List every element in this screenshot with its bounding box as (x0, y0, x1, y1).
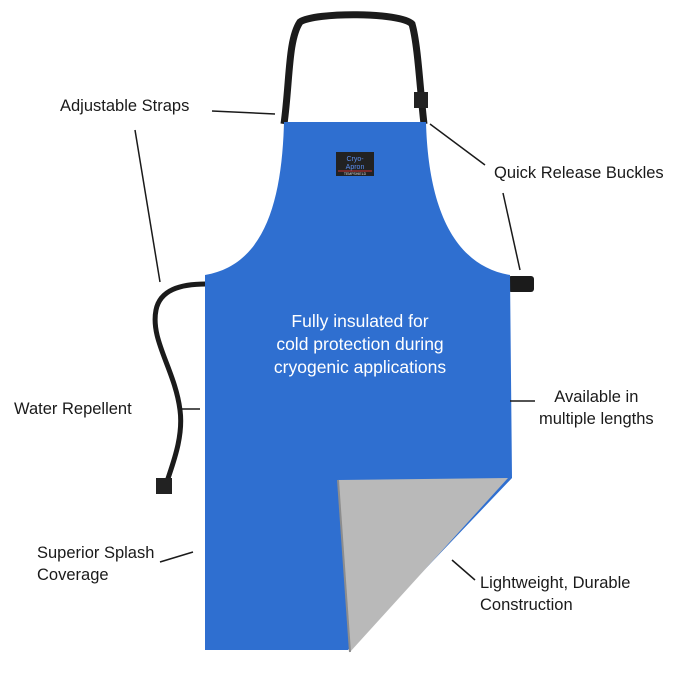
svg-text:Apron: Apron (346, 164, 365, 171)
callout-water-repellent: Water Repellent (14, 400, 132, 418)
svg-text:TEMPSHIELD: TEMPSHIELD (344, 172, 367, 176)
callout-line: multiple lengths (539, 410, 654, 428)
waist-tie (152, 281, 207, 489)
description-line: cryogenic applications (273, 357, 447, 377)
callout-lines (134, 110, 535, 581)
callout-line: Construction (480, 596, 573, 614)
description-line: Fully insulated for (291, 311, 429, 331)
callout-lightweight-durable: Lightweight, Durable Construction (480, 572, 630, 616)
cryo-apron-logo: Cryo- Apron TEMPSHIELD (336, 152, 374, 176)
callout-line: Coverage (37, 566, 109, 584)
insulation-description: Fully insulated for cold protection duri… (240, 310, 480, 379)
callout-multiple-lengths: Available in multiple lengths (539, 386, 654, 430)
callout-line: Superior Splash (37, 544, 155, 562)
neck-strap (280, 11, 428, 125)
description-line: cold protection during (276, 334, 444, 354)
folded-lining (338, 478, 508, 652)
callout-line: Available in (554, 388, 639, 406)
svg-text:Cryo-: Cryo- (346, 156, 364, 163)
quick-release-buckle (508, 276, 534, 292)
tie-clip (156, 478, 172, 494)
callout-splash-coverage: Superior Splash Coverage (37, 542, 154, 586)
strap-buckle (414, 92, 428, 108)
callout-line: Lightweight, Durable (480, 574, 631, 592)
callout-quick-release-buckles: Quick Release Buckles (494, 164, 664, 182)
callout-adjustable-straps: Adjustable Straps (60, 97, 190, 115)
